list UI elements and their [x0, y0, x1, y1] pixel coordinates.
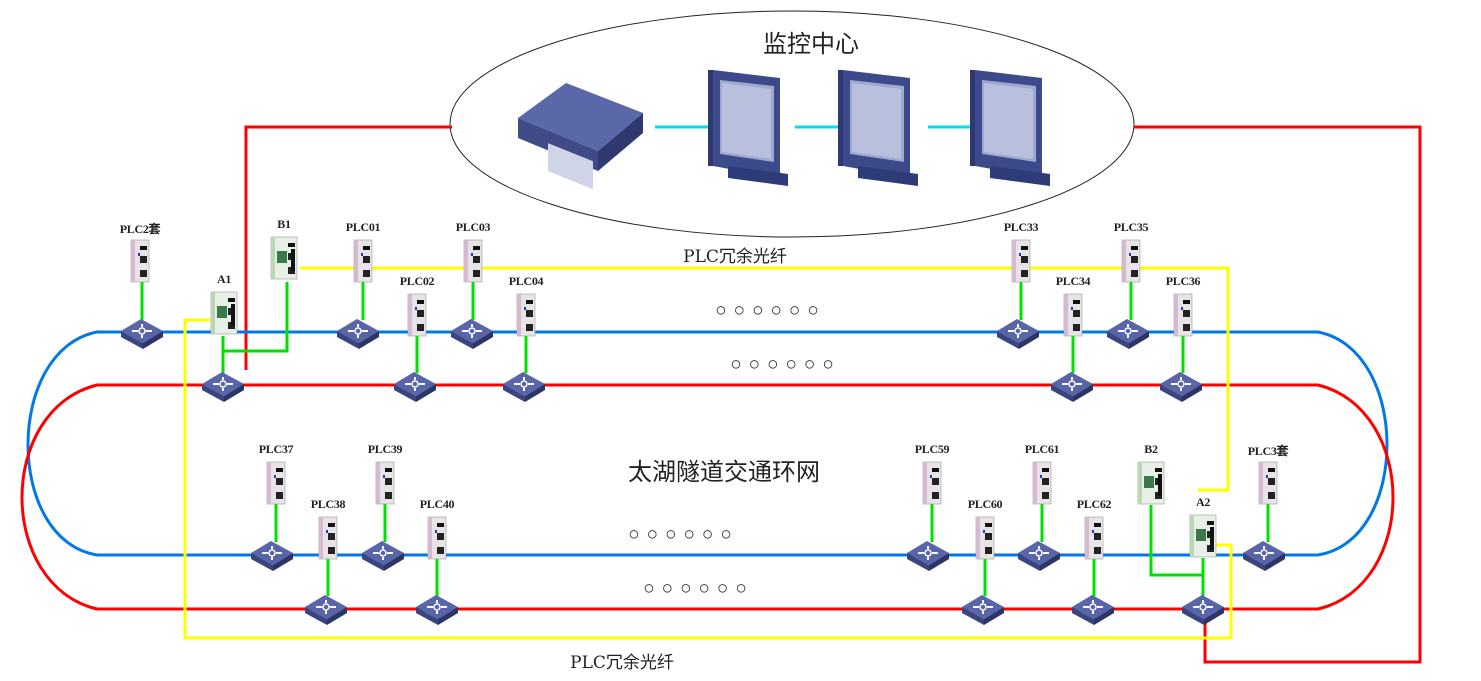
- node-label-plc01: PLC01: [345, 220, 381, 234]
- plc-module-icon: [1121, 239, 1141, 283]
- switch-icon: [1107, 319, 1149, 349]
- switch-icon: [503, 372, 545, 402]
- blue-ring: [26, 330, 1389, 557]
- switch-icon: [202, 372, 244, 402]
- plc-module-icon: [407, 293, 427, 337]
- redundant-fiber-label-bottom: PLC冗余光纤: [570, 653, 674, 673]
- node-label-plc38: PLC38: [310, 497, 346, 511]
- node-label-plc36: PLC36: [1165, 274, 1201, 288]
- ellipsis-upper-blue: ○○○○○○: [716, 302, 828, 318]
- switch-icon: [416, 595, 458, 625]
- node-label-b1: B1: [277, 217, 291, 231]
- switch-icon: [997, 319, 1039, 349]
- switch-icon: [1182, 595, 1224, 625]
- switch-icon: [1243, 541, 1285, 571]
- node-label-plc59: PLC59: [914, 442, 950, 456]
- plc-module-icon: [1063, 293, 1083, 337]
- switch-icon: [394, 372, 436, 402]
- uplink-red-left: [244, 125, 452, 370]
- switch-icon: [251, 541, 293, 571]
- redundant-fiber-label-top: PLC冗余光纤: [683, 247, 787, 267]
- green-link-b2: [1149, 505, 1203, 577]
- node-label-plc34: PLC34: [1055, 274, 1091, 288]
- node-label-a2: A2: [1195, 495, 1211, 509]
- server-icon: [518, 83, 643, 190]
- node-label-b2: B2: [1144, 442, 1158, 456]
- monitor-icon: [708, 70, 788, 186]
- yellow-fiber-top: [300, 266, 1230, 492]
- plc-module-icon: [1173, 293, 1193, 337]
- monitoring-center-ellipse: [449, 10, 1135, 238]
- plc-module-icon: [375, 461, 395, 505]
- red-ring: [20, 383, 1395, 611]
- node-label-plc37: PLC37: [258, 442, 294, 456]
- plc-module-icon: [922, 461, 942, 505]
- node-label-plc03: PLC03: [455, 220, 491, 234]
- plc-module-icon: [1258, 461, 1278, 505]
- node-label-plc61: PLC61: [1024, 442, 1060, 456]
- monitor-icon: [838, 70, 918, 186]
- switch-icon: [1018, 541, 1060, 571]
- ellipsis-upper-red: ○○○○○○: [731, 356, 843, 372]
- plc-module-icon: [130, 239, 150, 283]
- plc-module-icon: [516, 293, 536, 337]
- switch-icon: [121, 319, 163, 349]
- switch-icon: [305, 595, 347, 625]
- node-label-plc04: PLC04: [508, 274, 544, 288]
- switch-icon: [1160, 372, 1202, 402]
- node-label-plc39: PLC39: [367, 442, 403, 456]
- cpu-module-icon: [1137, 461, 1165, 505]
- plc-module-icon: [1011, 239, 1031, 283]
- ring-network-title: 太湖隧道交通环网: [628, 458, 820, 486]
- plc-module-icon: [1032, 461, 1052, 505]
- cpu-module-icon: [270, 236, 298, 280]
- switch-icon: [962, 595, 1004, 625]
- monitor-icon: [970, 70, 1050, 186]
- plc-module-icon: [1084, 516, 1104, 560]
- ellipsis-lower-red: ○○○○○○: [644, 580, 756, 596]
- node-label-plc2套: PLC2套: [119, 222, 161, 236]
- monitoring-center-title: 监控中心: [763, 30, 859, 58]
- node-label-plc3套: PLC3套: [1247, 444, 1289, 458]
- node-label-plc33: PLC33: [1003, 220, 1039, 234]
- green-link-b1: [223, 282, 289, 353]
- plc-module-icon: [318, 516, 338, 560]
- switch-icon: [362, 541, 404, 571]
- switch-icon: [907, 541, 949, 571]
- yellow-fiber-bottom: [183, 318, 1233, 640]
- cpu-module-icon: [210, 291, 238, 335]
- cpu-module-icon: [1189, 514, 1217, 558]
- switch-icon: [1051, 372, 1093, 402]
- node-label-plc60: PLC60: [967, 497, 1003, 511]
- plc-module-icon: [353, 239, 373, 283]
- uplink-red-right: [1134, 125, 1422, 664]
- plc-module-icon: [975, 516, 995, 560]
- plc-module-icon: [427, 516, 447, 560]
- node-label-plc02: PLC02: [399, 274, 435, 288]
- switch-icon: [337, 319, 379, 349]
- switch-icon: [451, 319, 493, 349]
- node-label-plc62: PLC62: [1076, 497, 1112, 511]
- node-label-plc40: PLC40: [419, 497, 455, 511]
- switch-icon: [1072, 595, 1114, 625]
- node-label-plc35: PLC35: [1113, 220, 1149, 234]
- node-label-a1: A1: [216, 272, 232, 286]
- plc-module-icon: [463, 239, 483, 283]
- ellipsis-lower-blue: ○○○○○○: [629, 526, 741, 542]
- plc-module-icon: [266, 461, 286, 505]
